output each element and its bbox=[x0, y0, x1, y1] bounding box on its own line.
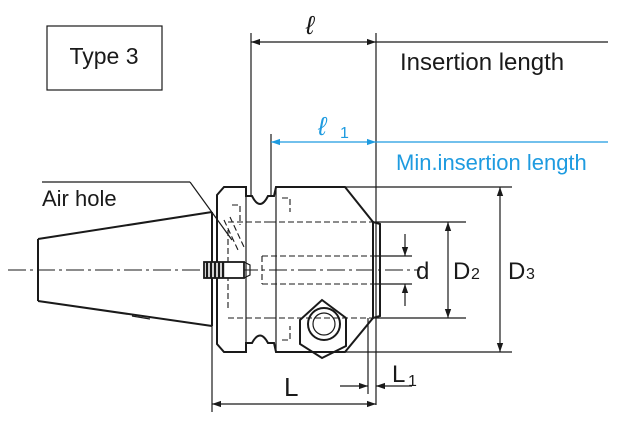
L-label: L bbox=[284, 372, 298, 402]
dim-L1: L 1 bbox=[340, 318, 417, 394]
L1-label: L bbox=[392, 361, 405, 388]
dim-D3: D 3 bbox=[345, 186, 535, 353]
dim-L: L bbox=[211, 326, 376, 412]
air-hole-label: Air hole bbox=[42, 186, 117, 211]
dim-D2: D 2 bbox=[375, 221, 480, 319]
dim-l: ℓ Insertion length bbox=[250, 10, 608, 405]
set-screw bbox=[203, 261, 251, 279]
D3-subscript: 3 bbox=[526, 266, 535, 283]
taper-top bbox=[37, 211, 213, 240]
D2-subscript: 2 bbox=[471, 266, 480, 283]
l1-subscript: 1 bbox=[340, 125, 349, 142]
insertion-length-label: Insertion length bbox=[400, 49, 564, 76]
lock-screw bbox=[299, 298, 347, 360]
d-label: d bbox=[416, 258, 429, 285]
D3-label: D bbox=[508, 258, 525, 285]
l-label: ℓ bbox=[305, 10, 316, 40]
dim-d: d bbox=[375, 234, 429, 306]
bore-hidden bbox=[262, 255, 375, 285]
L1-subscript: 1 bbox=[408, 373, 417, 390]
type-label: Type 3 bbox=[69, 43, 138, 69]
taper-bottom bbox=[37, 300, 213, 327]
l1-label: ℓ bbox=[317, 111, 328, 141]
type-box: Type 3 bbox=[46, 25, 163, 91]
D2-label: D bbox=[453, 258, 470, 285]
min-insertion-length-label: Min.insertion length bbox=[396, 150, 587, 175]
air-hole-callout: Air hole bbox=[42, 181, 233, 241]
dim-l1: ℓ 1 Min.insertion length bbox=[270, 111, 608, 196]
